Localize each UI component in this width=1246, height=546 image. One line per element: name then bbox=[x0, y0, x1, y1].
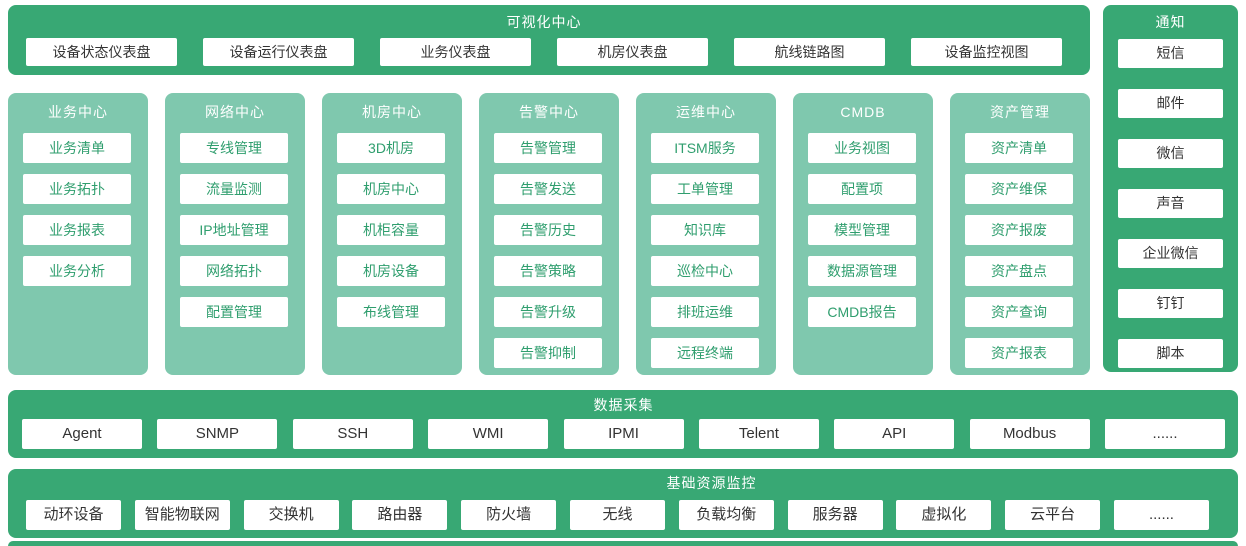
center-button[interactable]: 专线管理 bbox=[180, 133, 288, 163]
collect-button-more[interactable]: ...... bbox=[1105, 419, 1225, 449]
center-button[interactable]: 告警历史 bbox=[494, 215, 602, 245]
resource-monitoring-buttons-row: 动环设备 智能物联网 交换机 路由器 防火墙 无线 负载均衡 服务器 虚拟化 云… bbox=[26, 500, 1209, 530]
center-button[interactable]: 告警发送 bbox=[494, 174, 602, 204]
center-button[interactable]: 知识库 bbox=[651, 215, 759, 245]
center-button[interactable]: 3D机房 bbox=[337, 133, 445, 163]
center-panel-alarm: 告警中心 告警管理 告警发送 告警历史 告警策略 告警升级 告警抑制 bbox=[479, 93, 619, 375]
collect-button-modbus[interactable]: Modbus bbox=[969, 419, 1090, 449]
center-button[interactable]: 机房中心 bbox=[337, 174, 445, 204]
notifications-title: 通知 bbox=[1155, 14, 1186, 30]
center-button[interactable]: 业务拓扑 bbox=[23, 174, 131, 204]
centers-grid: 业务中心 业务清单 业务拓扑 业务报表 业务分析 网络中心 专线管理 流量监测 … bbox=[8, 93, 1090, 375]
center-button[interactable]: 配置项 bbox=[808, 174, 916, 204]
center-button[interactable]: 远程终端 bbox=[651, 338, 759, 368]
monitor-button-load-balancer[interactable]: 负载均衡 bbox=[678, 500, 774, 530]
center-button[interactable]: 机柜容量 bbox=[337, 215, 445, 245]
center-panel-network: 网络中心 专线管理 流量监测 IP地址管理 网络拓扑 配置管理 bbox=[165, 93, 305, 375]
monitor-button-server[interactable]: 服务器 bbox=[787, 500, 883, 530]
resource-monitoring-title: 基础资源监控 bbox=[666, 475, 757, 491]
center-button[interactable]: 配置管理 bbox=[180, 297, 288, 327]
monitor-button-switch[interactable]: 交换机 bbox=[243, 500, 339, 530]
center-button[interactable]: 告警管理 bbox=[494, 133, 602, 163]
center-button[interactable]: 资产维保 bbox=[965, 174, 1073, 204]
notif-button-email[interactable]: 邮件 bbox=[1118, 89, 1223, 118]
center-panel-assets: 资产管理 资产清单 资产维保 资产报废 资产盘点 资产查询 资产报表 bbox=[950, 93, 1090, 375]
monitor-button-virtualization[interactable]: 虚拟化 bbox=[896, 500, 992, 530]
upper-section: 可视化中心 设备状态仪表盘 设备运行仪表盘 业务仪表盘 机房仪表盘 航线链路图 … bbox=[8, 5, 1238, 375]
monitor-button-smart-iot[interactable]: 智能物联网 bbox=[134, 500, 230, 530]
center-panel-machine-room: 机房中心 3D机房 机房中心 机柜容量 机房设备 布线管理 bbox=[322, 93, 462, 375]
center-button[interactable]: IP地址管理 bbox=[180, 215, 288, 245]
center-title-operations: 运维中心 bbox=[676, 104, 736, 120]
notif-button-dingtalk[interactable]: 钉钉 bbox=[1118, 289, 1223, 318]
monitor-button-wireless[interactable]: 无线 bbox=[569, 500, 665, 530]
center-button[interactable]: 巡检中心 bbox=[651, 256, 759, 286]
collect-button-wmi[interactable]: WMI bbox=[428, 419, 549, 449]
center-title-network: 网络中心 bbox=[205, 104, 265, 120]
collect-button-api[interactable]: API bbox=[834, 419, 955, 449]
center-button[interactable]: 布线管理 bbox=[337, 297, 445, 327]
center-button[interactable]: 告警升级 bbox=[494, 297, 602, 327]
collect-button-snmp[interactable]: SNMP bbox=[157, 419, 278, 449]
center-panel-business: 业务中心 业务清单 业务拓扑 业务报表 业务分析 bbox=[8, 93, 148, 375]
center-button[interactable]: 模型管理 bbox=[808, 215, 916, 245]
center-button[interactable]: 告警抑制 bbox=[494, 338, 602, 368]
center-button[interactable]: 告警策略 bbox=[494, 256, 602, 286]
notif-button-sound[interactable]: 声音 bbox=[1118, 189, 1223, 218]
center-button[interactable]: 资产清单 bbox=[965, 133, 1073, 163]
center-title-machine-room: 机房中心 bbox=[362, 104, 422, 120]
data-collection-title: 数据采集 bbox=[593, 397, 654, 413]
notif-button-sms[interactable]: 短信 bbox=[1118, 39, 1223, 68]
center-button[interactable]: 业务分析 bbox=[23, 256, 131, 286]
center-button[interactable]: 流量监测 bbox=[180, 174, 288, 204]
viz-button-device-status-dashboard[interactable]: 设备状态仪表盘 bbox=[26, 38, 177, 66]
center-button[interactable]: 业务视图 bbox=[808, 133, 916, 163]
center-button[interactable]: 资产报表 bbox=[965, 338, 1073, 368]
center-panel-operations: 运维中心 ITSM服务 工单管理 知识库 巡检中心 排班运维 远程终端 bbox=[636, 93, 776, 375]
collect-button-ssh[interactable]: SSH bbox=[292, 419, 413, 449]
center-panel-cmdb: CMDB 业务视图 配置项 模型管理 数据源管理 CMDB报告 bbox=[793, 93, 933, 375]
viz-button-business-dashboard[interactable]: 业务仪表盘 bbox=[380, 38, 531, 66]
notif-button-script[interactable]: 脚本 bbox=[1118, 339, 1223, 368]
left-stack: 可视化中心 设备状态仪表盘 设备运行仪表盘 业务仪表盘 机房仪表盘 航线链路图 … bbox=[8, 5, 1090, 375]
monitor-button-more[interactable]: ...... bbox=[1113, 500, 1209, 530]
resource-monitoring-panel: 基础资源监控 动环设备 智能物联网 交换机 路由器 防火墙 无线 负载均衡 服务… bbox=[8, 469, 1238, 538]
visualization-buttons-row: 设备状态仪表盘 设备运行仪表盘 业务仪表盘 机房仪表盘 航线链路图 设备监控视图 bbox=[26, 38, 1062, 66]
center-title-business: 业务中心 bbox=[48, 104, 108, 120]
collect-button-ipmi[interactable]: IPMI bbox=[563, 419, 684, 449]
center-button[interactable]: ITSM服务 bbox=[651, 133, 759, 163]
center-title-alarm: 告警中心 bbox=[519, 104, 579, 120]
notifications-panel: 通知 短信 邮件 微信 声音 企业微信 钉钉 脚本 bbox=[1103, 5, 1238, 372]
viz-button-room-dashboard[interactable]: 机房仪表盘 bbox=[557, 38, 708, 66]
collect-button-telent[interactable]: Telent bbox=[698, 419, 819, 449]
notif-button-wecom[interactable]: 企业微信 bbox=[1118, 239, 1223, 268]
visualization-center-panel: 可视化中心 设备状态仪表盘 设备运行仪表盘 业务仪表盘 机房仪表盘 航线链路图 … bbox=[8, 5, 1090, 75]
center-title-cmdb: CMDB bbox=[840, 104, 886, 120]
center-button[interactable]: 排班运维 bbox=[651, 297, 759, 327]
viz-button-device-running-dashboard[interactable]: 设备运行仪表盘 bbox=[203, 38, 354, 66]
center-button[interactable]: 机房设备 bbox=[337, 256, 445, 286]
center-button[interactable]: 业务报表 bbox=[23, 215, 131, 245]
data-collection-buttons-row: Agent SNMP SSH WMI IPMI Telent API Modbu… bbox=[22, 419, 1225, 449]
center-button[interactable]: 数据源管理 bbox=[808, 256, 916, 286]
next-panel-edge-strip bbox=[8, 541, 1238, 546]
center-button[interactable]: 资产报废 bbox=[965, 215, 1073, 245]
center-button[interactable]: 业务清单 bbox=[23, 133, 131, 163]
center-button[interactable]: 工单管理 bbox=[651, 174, 759, 204]
monitor-button-facility-device[interactable]: 动环设备 bbox=[26, 500, 121, 530]
monitor-button-firewall[interactable]: 防火墙 bbox=[461, 500, 557, 530]
center-button[interactable]: 资产盘点 bbox=[965, 256, 1073, 286]
viz-button-route-link-map[interactable]: 航线链路图 bbox=[734, 38, 885, 66]
notif-button-wechat[interactable]: 微信 bbox=[1118, 139, 1223, 168]
visualization-center-title: 可视化中心 bbox=[506, 14, 582, 30]
viz-button-device-monitor-view[interactable]: 设备监控视图 bbox=[911, 38, 1062, 66]
data-collection-panel: 数据采集 Agent SNMP SSH WMI IPMI Telent API … bbox=[8, 390, 1238, 458]
center-title-assets: 资产管理 bbox=[990, 104, 1050, 120]
center-button[interactable]: 网络拓扑 bbox=[180, 256, 288, 286]
center-button[interactable]: 资产查询 bbox=[965, 297, 1073, 327]
monitor-button-cloud-platform[interactable]: 云平台 bbox=[1005, 500, 1101, 530]
center-button[interactable]: CMDB报告 bbox=[808, 297, 916, 327]
collect-button-agent[interactable]: Agent bbox=[22, 419, 142, 449]
monitor-button-router[interactable]: 路由器 bbox=[352, 500, 448, 530]
